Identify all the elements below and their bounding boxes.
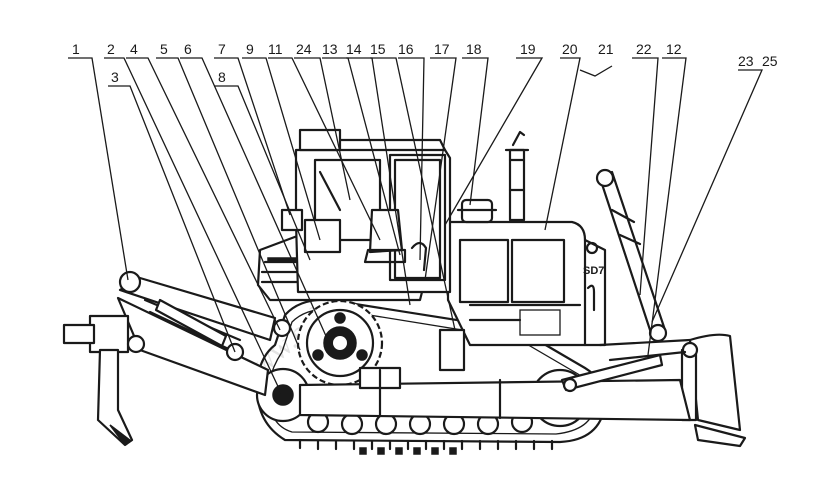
push-arm (298, 328, 692, 422)
rear-ripper (62, 270, 292, 447)
part-label: 2 (107, 41, 115, 57)
model-badge: SD7 (583, 265, 604, 277)
part-label: 15 (370, 41, 386, 57)
part-label: 14 (346, 41, 362, 57)
part-label: 3 (111, 69, 119, 85)
part-label: 6 (184, 41, 192, 57)
engine-hood: SD7 (446, 220, 607, 347)
part-label: 24 (296, 41, 312, 57)
exhaust-pipe (504, 130, 530, 222)
part-label: 18 (466, 41, 482, 57)
part-label: 8 (218, 69, 226, 85)
part-label: 7 (218, 41, 226, 57)
part-label: 25 (762, 53, 778, 69)
part-label: 13 (322, 41, 338, 57)
track-grousers (298, 438, 554, 455)
part-label: 11 (268, 41, 283, 57)
front-blade (680, 333, 747, 448)
part-label: 4 (130, 41, 138, 57)
tilt-cylinder (560, 353, 664, 393)
part-label: 17 (434, 41, 450, 57)
drive-sprocket (296, 299, 384, 387)
part-label: 21 (598, 41, 614, 57)
lift-cylinder (595, 168, 668, 343)
part-label: 23 (738, 53, 754, 69)
blade-brace (598, 338, 692, 362)
part-label: 1 (72, 41, 80, 57)
part-label: 22 (636, 41, 652, 57)
part-label: 12 (666, 41, 682, 57)
operator-cab (280, 128, 452, 294)
part-label: 16 (398, 41, 414, 57)
leader-lines (68, 57, 763, 396)
part-label: 5 (160, 41, 168, 57)
part-label: 9 (246, 41, 254, 57)
air-cleaner (456, 198, 498, 224)
part-label: 20 (562, 41, 578, 57)
part-label: 19 (520, 41, 536, 57)
part-labels: 1 2 3 4 5 6 7 8 9 11 24 13 14 15 16 17 1… (72, 41, 778, 85)
